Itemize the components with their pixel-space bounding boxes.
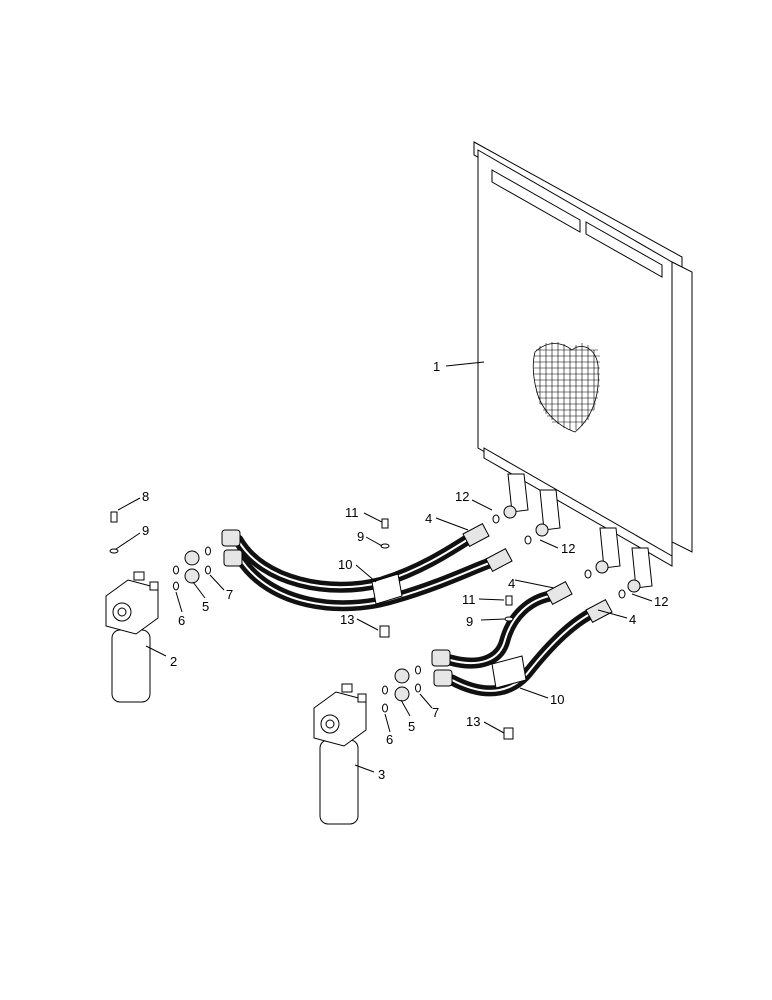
callout-4-upper: 4 <box>425 511 432 526</box>
leader-lines <box>115 361 653 773</box>
callout-6-left: 6 <box>178 613 185 628</box>
callout-8: 8 <box>142 489 149 504</box>
callout-2: 2 <box>170 654 177 669</box>
callout-5-right: 5 <box>408 719 415 734</box>
hose-clamps <box>371 573 527 689</box>
filter-assembly-left <box>105 571 159 703</box>
callout-9-left: 9 <box>142 523 149 538</box>
callout-4-lower: 4 <box>629 612 636 627</box>
callout-12-lower: 12 <box>654 594 668 609</box>
callout-6-right: 6 <box>386 732 393 747</box>
fitting-nuts-right <box>492 505 641 599</box>
mesh-screen <box>532 342 600 433</box>
callout-4-middle: 4 <box>508 576 515 591</box>
callout-10-upper: 10 <box>338 557 352 572</box>
callout-12-upper: 12 <box>455 489 469 504</box>
callout-9-right: 9 <box>466 614 473 629</box>
callout-7-left: 7 <box>226 587 233 602</box>
callout-10-lower: 10 <box>550 692 564 707</box>
callout-labels: 1 2 3 4 4 4 5 5 6 6 7 7 8 9 9 9 10 10 11… <box>142 359 668 782</box>
callout-11-lower: 11 <box>462 592 476 607</box>
callout-12-middle: 12 <box>561 541 575 556</box>
callout-13-lower: 13 <box>466 714 480 729</box>
callout-7-right: 7 <box>432 705 439 720</box>
adapters-orings <box>173 546 421 713</box>
callout-9-middle: 9 <box>357 529 364 544</box>
callout-1: 1 <box>433 359 440 374</box>
filter-assembly-right <box>313 683 367 825</box>
callout-5-left: 5 <box>202 599 209 614</box>
callout-11-upper: 11 <box>345 505 359 520</box>
callout-13-upper: 13 <box>340 612 354 627</box>
callout-3: 3 <box>378 767 385 782</box>
hardware <box>109 511 514 740</box>
oil-cooler-panel <box>473 141 693 589</box>
